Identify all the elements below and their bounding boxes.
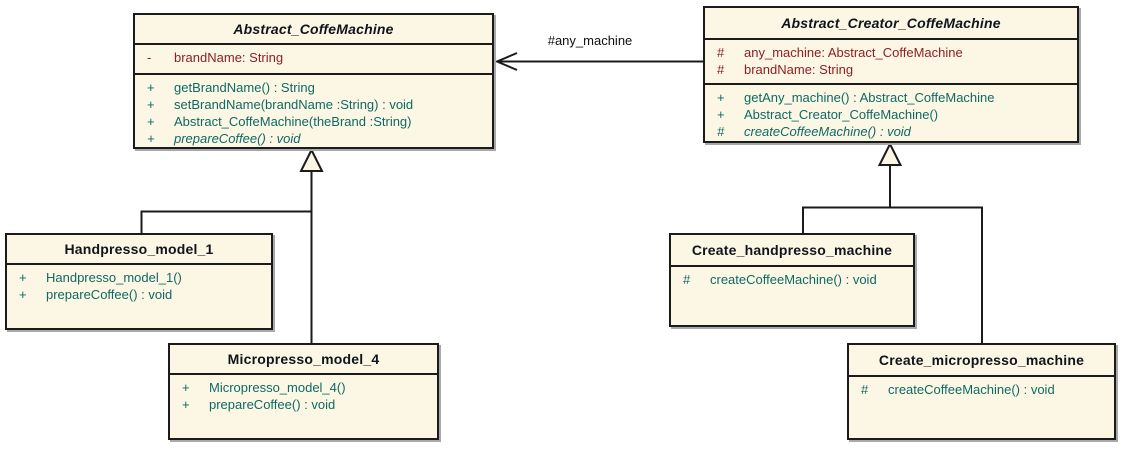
attribute-text: brandName: String: [174, 50, 284, 65]
generalization-line-handpresso: [140, 210, 312, 233]
attributes-compartment: # any_machine: Abstract_CoffeMachine # b…: [705, 38, 1077, 83]
visibility-symbol: +: [147, 131, 155, 146]
attributes-compartment: - brandName: String: [135, 43, 492, 73]
operation-row: + Handpresso_model_1(): [7, 269, 271, 286]
visibility-symbol: +: [182, 397, 190, 412]
operation-row: + Micropresso_model_4(): [170, 379, 437, 396]
operation-text: Micropresso_model_4(): [209, 380, 346, 395]
visibility-symbol: +: [147, 114, 155, 129]
class-title: Micropresso_model_4: [227, 351, 380, 367]
class-title: Abstract_Creator_CoffeMachine: [781, 15, 1001, 31]
operation-text: prepareCoffee() : void: [209, 397, 336, 412]
operation-text: Abstract_Creator_CoffeMachine(): [744, 107, 939, 122]
attribute-text: any_machine: Abstract_CoffeMachine: [744, 45, 963, 60]
operation-row: + getBrandName() : String: [135, 79, 492, 96]
association-open-arrowhead-icon: [494, 52, 518, 71]
attribute-text: brandName: String: [744, 62, 854, 77]
operation-text: createCoffeeMachine() : void: [888, 382, 1055, 397]
operations-compartment: + getAny_machine() : Abstract_CoffeMachi…: [705, 83, 1077, 141]
attribute-row: # any_machine: Abstract_CoffeMachine: [705, 44, 1077, 61]
class-box-create-handpresso-machine: Create_handpresso_machine # createCoffee…: [669, 233, 915, 327]
visibility-symbol: #: [717, 124, 725, 139]
visibility-symbol: +: [717, 90, 725, 105]
operation-text: Handpresso_model_1(): [46, 270, 182, 285]
visibility-symbol: #: [861, 382, 869, 397]
generalization-triangle-icon-right: [877, 141, 903, 166]
operation-row: + Abstract_CoffeMachine(theBrand :String…: [135, 113, 492, 130]
operation-row: # createCoffeeMachine() : void: [671, 271, 913, 288]
association-label: #any_machine: [547, 33, 633, 48]
class-box-abstract-coffemachine: Abstract_CoffeMachine - brandName: Strin…: [133, 13, 494, 149]
operation-row: + getAny_machine() : Abstract_CoffeMachi…: [705, 89, 1077, 106]
visibility-symbol: +: [147, 80, 155, 95]
visibility-symbol: +: [182, 380, 190, 395]
visibility-symbol: +: [147, 97, 155, 112]
operation-row: + prepareCoffee() : void: [7, 286, 271, 303]
operation-row-abstract: # createCoffeeMachine() : void: [705, 123, 1077, 140]
operation-text: createCoffeeMachine() : void: [744, 124, 911, 139]
operation-text: Abstract_CoffeMachine(theBrand :String): [174, 114, 412, 129]
operation-row: # createCoffeeMachine() : void: [849, 381, 1114, 398]
operations-compartment: # createCoffeeMachine() : void: [671, 265, 913, 325]
visibility-symbol: +: [19, 270, 27, 285]
operations-compartment: + Handpresso_model_1() + prepareCoffee()…: [7, 263, 271, 328]
class-box-abstract-creator-coffemachine: Abstract_Creator_CoffeMachine # any_mach…: [703, 6, 1079, 143]
operation-text: prepareCoffee() : void: [46, 287, 173, 302]
class-box-create-micropresso-machine: Create_micropresso_machine # createCoffe…: [847, 343, 1116, 440]
visibility-symbol: #: [683, 272, 691, 287]
operations-compartment: + Micropresso_model_4() + prepareCoffee(…: [170, 373, 437, 438]
operation-row: + prepareCoffee() : void: [170, 396, 437, 413]
class-box-handpresso-model-1: Handpresso_model_1 + Handpresso_model_1(…: [5, 233, 273, 330]
visibility-symbol: -: [147, 50, 152, 65]
generalization-line-creators: [802, 206, 983, 343]
class-title: Create_micropresso_machine: [878, 352, 1085, 368]
visibility-symbol: +: [717, 107, 725, 122]
operations-compartment: # createCoffeeMachine() : void: [849, 375, 1114, 438]
operation-row: + setBrandName(brandName :String) : void: [135, 96, 492, 113]
operation-text: setBrandName(brandName :String) : void: [174, 97, 414, 112]
operation-text: getAny_machine() : Abstract_CoffeMachine: [744, 90, 995, 105]
operation-text: prepareCoffee() : void: [174, 131, 301, 146]
generalization-triangle-icon-left: [299, 147, 324, 172]
visibility-symbol: #: [717, 62, 725, 77]
operation-text: getBrandName() : String: [174, 80, 315, 95]
operation-row-abstract: + prepareCoffee() : void: [135, 130, 492, 147]
operation-text: createCoffeeMachine() : void: [710, 272, 877, 287]
attribute-row: - brandName: String: [135, 49, 492, 66]
operations-compartment: + getBrandName() : String + setBrandName…: [135, 73, 492, 147]
visibility-symbol: #: [717, 45, 725, 60]
class-title: Handpresso_model_1: [64, 241, 214, 257]
operation-row: + Abstract_Creator_CoffeMachine(): [705, 106, 1077, 123]
class-box-micropresso-model-4: Micropresso_model_4 + Micropresso_model_…: [168, 343, 439, 440]
class-title: Create_handpresso_machine: [691, 242, 893, 258]
class-title: Abstract_CoffeMachine: [233, 21, 394, 37]
attribute-row: # brandName: String: [705, 61, 1077, 78]
visibility-symbol: +: [19, 287, 27, 302]
